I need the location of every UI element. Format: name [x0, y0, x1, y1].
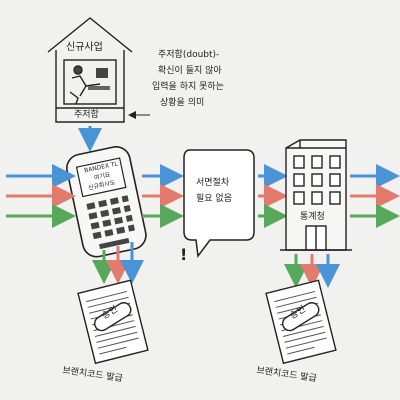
stamp-icon	[94, 302, 132, 332]
document-icon	[265, 279, 337, 365]
house-sign: 주저함	[74, 110, 99, 120]
phone-icon	[66, 146, 147, 258]
exclamation-mark: !	[180, 245, 188, 264]
building-icon	[280, 139, 352, 251]
building-label: 통계청	[300, 212, 325, 222]
annotation-line-2: 확신이 들지 않아	[158, 66, 222, 76]
stamp-icon	[282, 302, 320, 332]
annotation-line-3: 입력을 하지 못하는	[152, 82, 224, 92]
annotation-line-4: 상황을 의미	[160, 98, 205, 108]
bubble-line-1: 서면절차	[196, 178, 230, 188]
speech-bubble	[183, 149, 255, 258]
document-icon	[77, 279, 149, 365]
bubble-line-2: 필요 없음	[196, 194, 232, 204]
house-icon	[47, 17, 133, 123]
annotation-line-1: 주저함(doubt)-	[158, 50, 220, 60]
house-title: 신규사업	[66, 42, 103, 53]
